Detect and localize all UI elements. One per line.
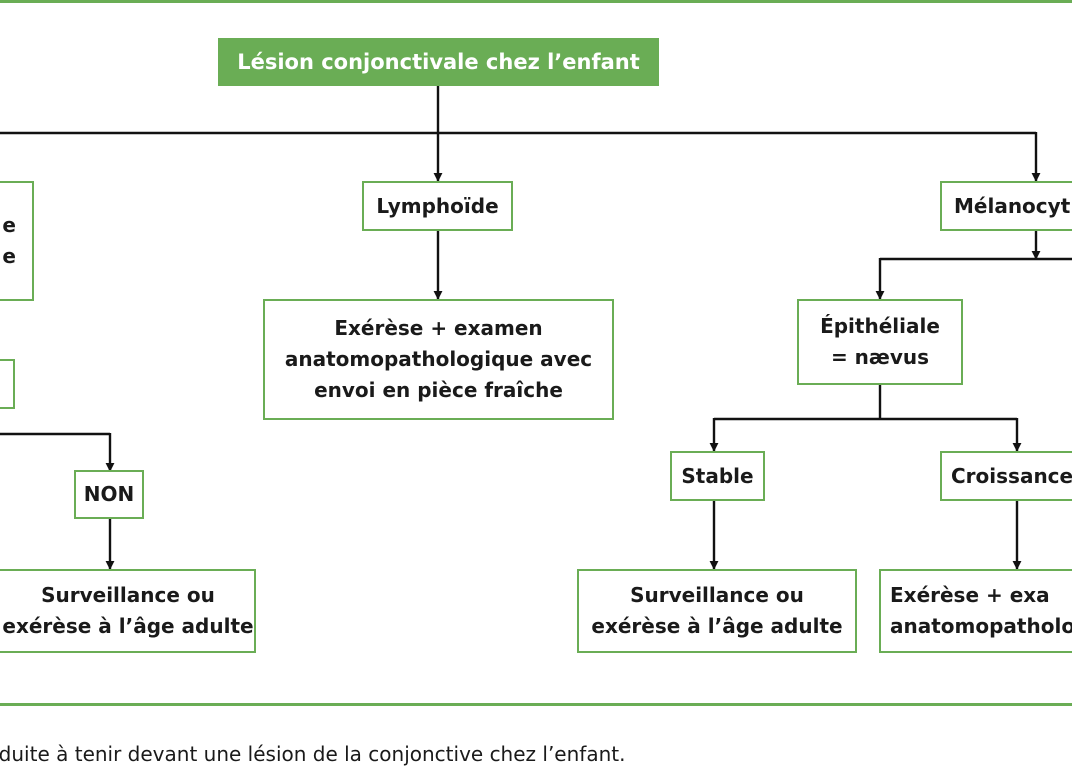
bottom-rule <box>0 703 1072 706</box>
left-outcome-node: Surveillance ou exérèse à l’âge adulte <box>0 569 256 653</box>
lymphoid-node: Lymphoïde <box>362 181 513 231</box>
left-partial-node-2 <box>0 359 15 409</box>
stable-outcome-node: Surveillance ou exérèse à l’âge adulte <box>577 569 857 653</box>
growth-outcome-node: Exérèse + exa anatomopatholo <box>879 569 1072 653</box>
left-no-node: NON <box>74 470 144 519</box>
top-rule <box>0 0 1072 3</box>
stable-node: Stable <box>670 451 765 501</box>
root-node: Lésion conjonctivale chez l’enfant <box>218 38 659 86</box>
left-partial-node: e e <box>0 181 34 301</box>
lymphoid-outcome-node: Exérèse + examen anatomopathologique ave… <box>263 299 614 420</box>
epithelial-node: Épithéliale = nævus <box>797 299 963 385</box>
growth-node: Croissance <box>940 451 1072 501</box>
melanocytic-node: Mélanocyt <box>940 181 1072 231</box>
figure-caption: nduite à tenir devant une lésion de la c… <box>0 742 626 766</box>
